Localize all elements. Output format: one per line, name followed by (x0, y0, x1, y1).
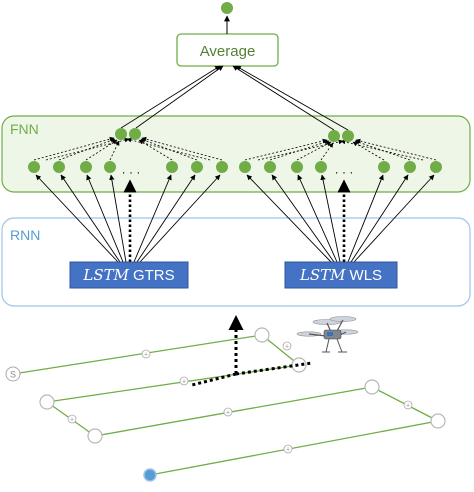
svg-text:+: + (70, 417, 74, 424)
svg-text:+: + (144, 352, 148, 359)
waypoint-marker: + (141, 349, 151, 359)
fnn-input-node (264, 161, 276, 173)
average-label: Average (200, 43, 256, 60)
fnn-input-node (53, 161, 65, 173)
right-ellipsis: · · · (335, 165, 354, 179)
left-lstm-to-fnn-arrows (35, 174, 221, 263)
fnn-input-node (191, 161, 203, 173)
svg-text:+: + (182, 379, 186, 386)
fnn-input-node (216, 161, 228, 173)
drone-axes (191, 315, 313, 387)
left-hidden-nodes (115, 128, 141, 140)
svg-text:+: + (286, 447, 290, 454)
fnn-input-node (315, 161, 327, 173)
fnn-input-node (239, 161, 251, 173)
path-corner-node (39, 394, 55, 410)
svg-text:+: + (226, 410, 230, 417)
path-corner-node (430, 413, 446, 429)
waypoint-marker: + (282, 341, 292, 351)
path-corner-node (364, 379, 380, 395)
right-hidden-nodes (328, 130, 354, 142)
fnn-label: FNN (10, 121, 39, 137)
left-input-nodes (28, 161, 228, 173)
fnn-input-node (404, 161, 416, 173)
fnn-input-node (80, 161, 92, 173)
path-corner-nodes (39, 327, 446, 444)
start-marker: S (5, 366, 21, 382)
svg-text:+: + (406, 403, 410, 410)
svg-text:S: S (10, 370, 16, 380)
hidden-node (328, 130, 340, 142)
path-corner-node (254, 327, 270, 343)
waypoint-marker: + (67, 414, 77, 424)
hidden-node (115, 128, 127, 140)
left-ellipsis: · · · (122, 165, 141, 179)
fnn-input-node (291, 161, 303, 173)
fnn-panel (1, 115, 471, 193)
output-node (221, 2, 233, 14)
flight-path (12, 334, 439, 476)
hidden-to-average-arrows (120, 65, 349, 131)
waypoint-marker: + (179, 376, 189, 386)
waypoint-marker: + (223, 407, 233, 417)
svg-text:+: + (285, 344, 289, 351)
lstm-wls-block (284, 261, 398, 289)
hidden-node (342, 130, 354, 142)
fnn-input-node (104, 161, 116, 173)
right-input-to-hidden-arrows (244, 138, 437, 161)
waypoint-markers: + + + + + + + (67, 341, 413, 454)
fnn-input-node (378, 161, 390, 173)
right-input-nodes (239, 161, 442, 173)
fnn-input-node (28, 161, 40, 173)
hidden-node (129, 128, 141, 140)
fnn-input-node (166, 161, 178, 173)
waypoint-marker: + (283, 444, 293, 454)
left-input-to-hidden-arrows (33, 136, 223, 161)
waypoint-marker: + (403, 400, 413, 410)
quadcopter-drone-icon (296, 316, 359, 353)
rnn-label: RNN (10, 227, 40, 243)
lstm-gtrs-block (69, 261, 189, 289)
fnn-input-node (430, 161, 442, 173)
right-lstm-to-fnn-arrows (246, 174, 435, 263)
path-corner-node (87, 428, 103, 444)
end-node (143, 468, 157, 482)
